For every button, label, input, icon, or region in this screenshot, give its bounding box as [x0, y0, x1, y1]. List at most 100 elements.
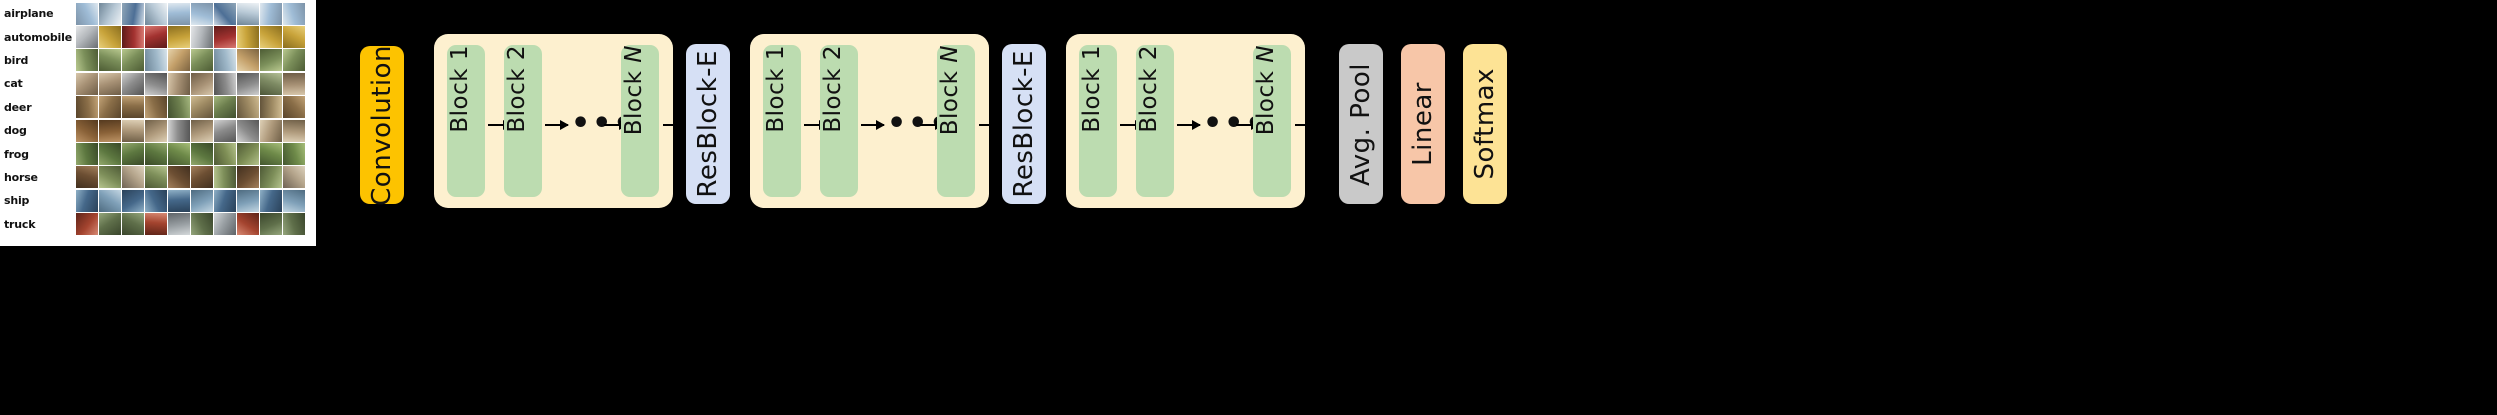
dataset-thumbnail [283, 189, 305, 212]
dataset-thumbnail [283, 96, 305, 119]
stage-3-block-n-label: Block N [1253, 45, 1279, 136]
dataset-thumbnail [76, 189, 98, 212]
dataset-class-label-frog: frog [4, 147, 29, 161]
dataset-thumbnail [122, 119, 144, 142]
stage-avg-pool-label: Avg. Pool [1346, 62, 1376, 186]
stage-2-block-n[interactable]: Block N [937, 45, 975, 197]
stage-1-block-2[interactable]: Block 2 [504, 45, 542, 197]
dataset-thumbnail [76, 166, 98, 189]
stage-resblock-e-2-label: ResBlock-E [1009, 50, 1039, 198]
dataset-thumbnail [237, 119, 259, 142]
stage-2-block-2[interactable]: Block 2 [820, 45, 858, 197]
dataset-thumbnail [99, 189, 121, 212]
dataset-thumbnail [76, 49, 98, 72]
dataset-thumbnail [168, 119, 190, 142]
stage-softmax[interactable]: Softmax [1463, 44, 1507, 204]
connector-s2-b2-ellipsis [861, 120, 885, 130]
dataset-thumbnail [214, 26, 236, 49]
dataset-thumbnail [99, 26, 121, 49]
stage-linear[interactable]: Linear [1401, 44, 1445, 204]
stage-avg-pool[interactable]: Avg. Pool [1339, 44, 1383, 204]
dataset-thumbnail [237, 143, 259, 166]
dataset-thumbnail [122, 143, 144, 166]
dataset-thumbnail [122, 166, 144, 189]
dataset-thumbnails-horse [76, 166, 305, 189]
stage-3-block-2[interactable]: Block 2 [1136, 45, 1174, 197]
dataset-thumbnail [260, 96, 282, 119]
dataset-row-bird: bird [0, 49, 316, 72]
dataset-row-dog: dog [0, 119, 316, 142]
connector-s1-b2-ellipsis [545, 120, 569, 130]
stage-1-block-1-label: Block 1 [447, 45, 473, 133]
dataset-thumbnail [237, 96, 259, 119]
dataset-thumbnail [260, 2, 282, 25]
dataset-thumbnail [214, 166, 236, 189]
stage-resblock-e-2[interactable]: ResBlock-E [1002, 44, 1046, 204]
dataset-class-label-horse: horse [4, 170, 38, 184]
stage-convolution-label: Convolution [367, 44, 397, 206]
dataset-thumbnail [214, 119, 236, 142]
dataset-thumbnail [76, 72, 98, 95]
dataset-thumbnail [76, 213, 98, 236]
connector-stage1-to-resblock1 [663, 124, 708, 126]
dataset-thumbnail [214, 213, 236, 236]
stage-2-block-1[interactable]: Block 1 [763, 45, 801, 197]
dataset-thumbnail [283, 2, 305, 25]
stage-resblock-e-1[interactable]: ResBlock-E [686, 44, 730, 204]
dataset-thumbnail [237, 49, 259, 72]
dataset-thumbnail [145, 2, 167, 25]
dataset-thumbnail [237, 26, 259, 49]
dataset-thumbnail [191, 26, 213, 49]
dataset-thumbnail [283, 119, 305, 142]
dataset-thumbnail [260, 189, 282, 212]
dataset-thumbnail [76, 119, 98, 142]
dataset-thumbnail [99, 2, 121, 25]
stage-1-block-n[interactable]: Block N [621, 45, 659, 197]
dataset-thumbnail [145, 96, 167, 119]
stage-convolution[interactable]: Convolution [360, 44, 404, 206]
dataset-class-label-deer: deer [4, 100, 32, 114]
dataset-thumbnail [122, 2, 144, 25]
dataset-thumbnails-dog [76, 119, 305, 142]
dataset-row-truck: truck [0, 213, 316, 236]
stage-2-block-2-label: Block 2 [820, 45, 846, 133]
dataset-thumbnail [168, 26, 190, 49]
dataset-thumbnail [237, 2, 259, 25]
dataset-thumbnail [237, 72, 259, 95]
connector-s3-b2-ellipsis [1177, 120, 1201, 130]
dataset-class-label-automobile: automobile [4, 30, 72, 44]
stage-3-block-n[interactable]: Block N [1253, 45, 1291, 197]
dataset-thumbnail [99, 72, 121, 95]
dataset-thumbnail [168, 166, 190, 189]
dataset-thumbnail [122, 26, 144, 49]
dataset-thumbnail [99, 213, 121, 236]
connector-stage2-to-resblock2 [979, 124, 1024, 126]
dataset-thumbnails-bird [76, 49, 305, 72]
dataset-thumbnails-airplane [76, 2, 305, 25]
dataset-thumbnail [122, 72, 144, 95]
dataset-thumbnail [191, 72, 213, 95]
dataset-thumbnail [283, 166, 305, 189]
dataset-thumbnail [145, 166, 167, 189]
stage-2-block-1-label: Block 1 [763, 45, 789, 133]
stage-3-block-1[interactable]: Block 1 [1079, 45, 1117, 197]
dataset-thumbnails-cat [76, 72, 305, 95]
dataset-thumbnail [260, 143, 282, 166]
dataset-class-label-truck: truck [4, 217, 36, 231]
stage-1-block-1[interactable]: Block 1 [447, 45, 485, 197]
dataset-thumbnail [260, 26, 282, 49]
dataset-thumbnail [191, 119, 213, 142]
connector-stage3-to-avgpool [1295, 124, 1340, 126]
dataset-thumbnail [168, 2, 190, 25]
dataset-thumbnail [99, 49, 121, 72]
dataset-thumbnail [283, 49, 305, 72]
stage-softmax-label: Softmax [1470, 68, 1500, 180]
dataset-thumbnail [283, 26, 305, 49]
dataset-thumbnail [260, 72, 282, 95]
dataset-thumbnail [99, 166, 121, 189]
dataset-thumbnail [191, 213, 213, 236]
dataset-thumbnail [122, 189, 144, 212]
dataset-thumbnails-ship [76, 189, 305, 212]
dataset-thumbnail [191, 2, 213, 25]
dataset-thumbnail [122, 213, 144, 236]
